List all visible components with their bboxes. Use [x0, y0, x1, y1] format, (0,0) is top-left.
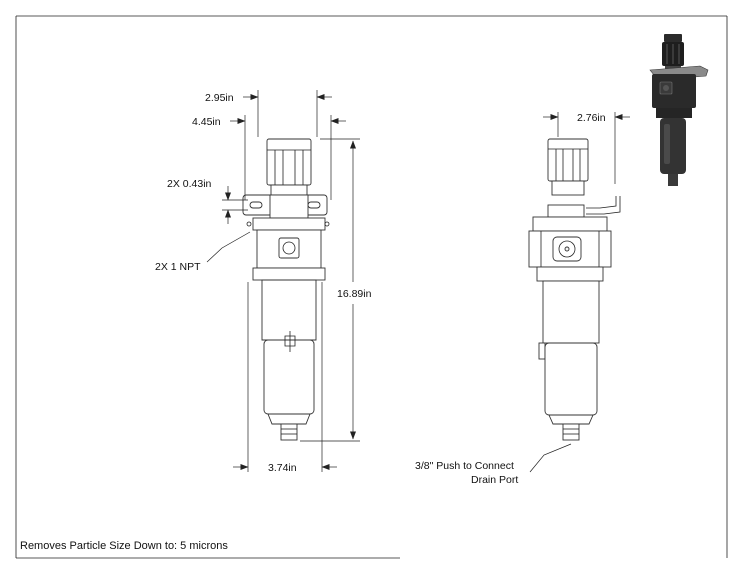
drawing-border: [15, 15, 728, 559]
dim-side-width: 2.76in: [577, 112, 606, 124]
dimension-lines-front: [206, 90, 360, 472]
dim-width-upper: 4.45in: [192, 116, 221, 128]
isometric-product-thumbnail: [649, 34, 709, 186]
side-view-filter-regulator: [528, 138, 621, 441]
dimension-lines-side: [529, 112, 630, 473]
dim-bracket-slot: 2X 0.43in: [167, 178, 212, 190]
dim-height: 16.89in: [337, 288, 372, 300]
front-view-filter-regulator: [242, 138, 330, 441]
dim-width-bottom: 3.74in: [268, 462, 297, 474]
drain-port-label-line1: 3/8" Push to Connect: [415, 460, 514, 472]
dim-port-size: 2X 1 NPT: [155, 261, 201, 273]
spec-note: Removes Particle Size Down to: 5 microns: [20, 540, 228, 552]
dim-width-top: 2.95in: [205, 92, 234, 104]
drain-port-label-line2: Drain Port: [471, 474, 518, 486]
